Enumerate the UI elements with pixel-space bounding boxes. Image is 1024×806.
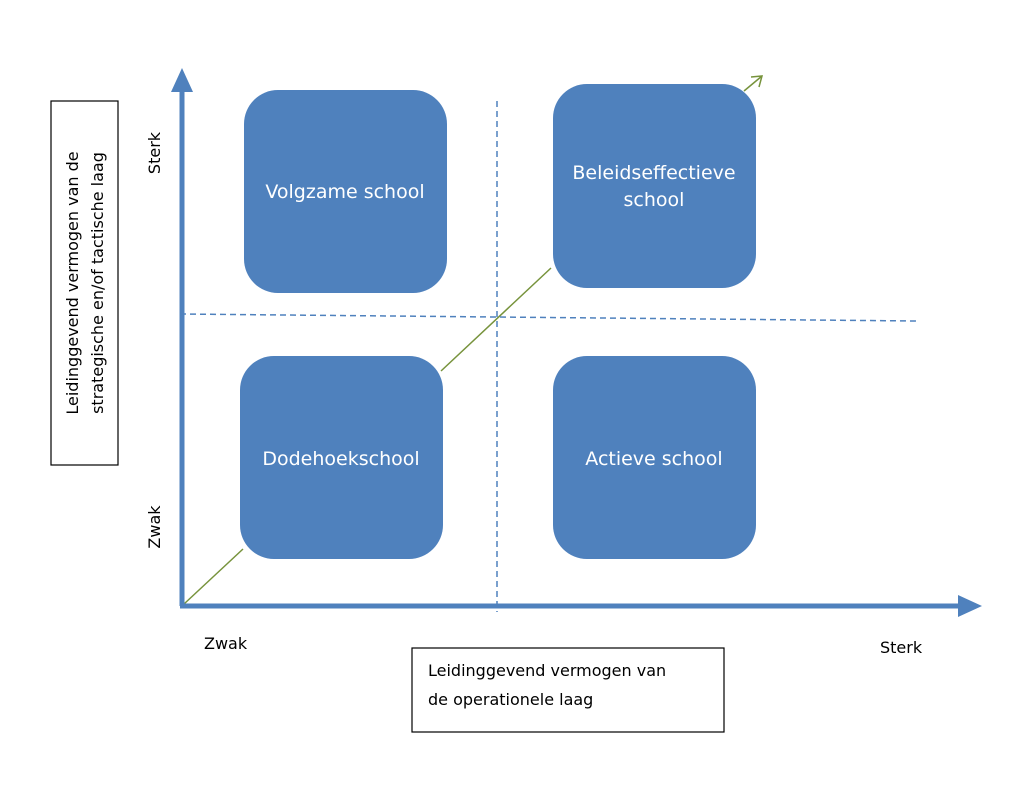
quadrant-beleidseffectieve-school: Beleidseffectieve school [553, 84, 756, 288]
x-axis-arrow-head [958, 595, 982, 617]
quadrant-box-bottom-left [240, 356, 443, 559]
y-axis-title-box [50, 100, 119, 466]
quadrant-label-bottom-left: Dodehoekschool [262, 448, 419, 470]
x-axis-title-box [411, 647, 725, 733]
x-axis-low-label: Zwak [204, 634, 248, 653]
x-axis-title-line-1: Leidinggevend vermogen van [428, 661, 666, 680]
quadrant-label-top-right-line-1: Beleidseffectieve [572, 162, 735, 184]
quadrant-dodehoekschool: Dodehoekschool [240, 356, 443, 559]
quadrant-actieve-school: Actieve school [553, 356, 756, 559]
y-axis-title-line-1: Leidinggevend vermogen van de [63, 151, 82, 414]
quadrant-volgzame-school: Volgzame school [244, 90, 447, 293]
x-axis-title: Leidinggevend vermogen van de operatione… [411, 647, 725, 733]
trend-line-segment-1 [183, 548, 244, 605]
quadrant-label-bottom-right: Actieve school [585, 448, 722, 470]
y-axis-low-label: Zwak [145, 505, 164, 549]
horizontal-divider [179, 313, 917, 322]
quadrant-label-top-left: Volgzame school [265, 181, 424, 203]
quadrant-box-top-left [244, 90, 447, 293]
x-axis-title-line-2: de operationele laag [428, 690, 593, 709]
y-axis-high-label: Sterk [145, 131, 164, 174]
x-axis-high-label: Sterk [880, 638, 923, 657]
y-axis-title-line-2: strategische en/of tactische laag [88, 152, 107, 414]
trend-line-segment-2 [440, 267, 552, 372]
quadrant-box-top-right [553, 84, 756, 288]
y-axis-arrow-head [171, 68, 193, 92]
trend-arrow-head [750, 75, 764, 88]
quadrant-box-bottom-right [553, 356, 756, 559]
quadrant-label-top-right-line-2: school [624, 189, 685, 211]
y-axis-title: Leidinggevend vermogen van de strategisc… [50, 100, 119, 466]
trend-line-segment-3 [743, 75, 763, 92]
